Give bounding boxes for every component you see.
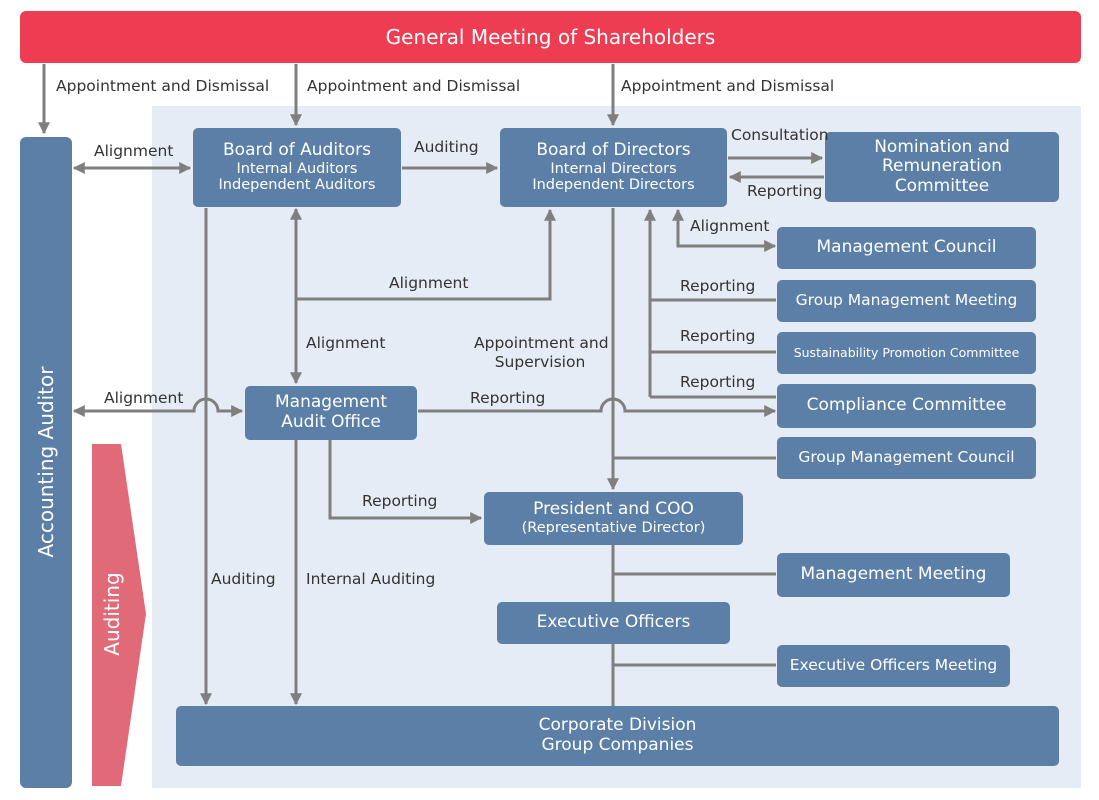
nomination-line3: Committee [894, 175, 990, 196]
board-of-auditors-box[interactable]: Board of Auditors Internal Auditors Inde… [193, 128, 401, 207]
nomination-line1: Nomination and [874, 136, 1010, 157]
group-management-meeting-box[interactable]: Group Management Meeting [777, 280, 1036, 322]
arrow-accounting-audit-office-alignment [72, 397, 244, 417]
label-reporting-compliance: Reporting [680, 373, 756, 391]
label-alignment-accounting-auditors: Alignment [94, 142, 174, 160]
label-reporting-group-mgmt-meeting: Reporting [680, 277, 756, 295]
label-alignment-auditors-directors: Alignment [389, 274, 469, 292]
executive-officers-meeting-box[interactable]: Executive Officers Meeting [777, 645, 1010, 687]
arrow-alignment-to-directors [296, 208, 556, 301]
nomination-line2: Remuneration [881, 156, 1003, 177]
label-reporting-nomination: Reporting [747, 182, 823, 200]
label-internal-auditing: Internal Auditing [306, 570, 436, 588]
arrow-management-council-alignment [672, 208, 777, 252]
label-alignment-accounting-audit-office: Alignment [104, 389, 184, 407]
board-auditors-line3: Independent Auditors [218, 177, 376, 194]
label-reporting-audit-office-president: Reporting [362, 492, 438, 510]
board-of-directors-box[interactable]: Board of Directors Internal Directors In… [500, 128, 727, 207]
label-appt-supervision-line2: Supervision [494, 352, 586, 371]
audit-office-line1: Management [275, 392, 387, 413]
corporate-line1: Corporate Division [538, 715, 697, 736]
management-council-box[interactable]: Management Council [777, 227, 1036, 269]
label-reporting-sustainability: Reporting [680, 327, 756, 345]
label-reporting-audit-office-compliance: Reporting [470, 389, 546, 407]
label-auditing-directors: Auditing [414, 138, 479, 156]
corporate-division-box[interactable]: Corporate Division Group Companies [176, 706, 1059, 766]
label-appt-supervision-line1: Appointment and [474, 334, 609, 352]
group-mgmt-council-label: Group Management Council [798, 448, 1015, 467]
label-consultation: Consultation [731, 126, 829, 144]
auditing-banner-shape [92, 444, 146, 786]
board-directors-line3: Independent Directors [532, 177, 695, 194]
management-audit-office-box[interactable]: Management Audit Office [245, 386, 417, 440]
compliance-label: Compliance Committee [806, 395, 1007, 416]
label-appt-dismissal-directors: Appointment and Dismissal [621, 77, 835, 95]
label-appointment-supervision: Appointment and Supervision [474, 334, 609, 371]
arrow-audit-office-to-president [328, 440, 483, 524]
shareholders-label: General Meeting of Shareholders [385, 25, 716, 49]
board-directors-line2: Internal Directors [550, 160, 677, 177]
board-auditors-line2: Internal Auditors [236, 160, 358, 177]
board-auditors-title: Board of Auditors [223, 140, 371, 161]
label-auditing-corporate: Auditing [211, 570, 276, 588]
board-directors-title: Board of Directors [536, 140, 691, 161]
compliance-committee-box[interactable]: Compliance Committee [777, 384, 1036, 428]
group-mgmt-meeting-label: Group Management Meeting [795, 291, 1018, 310]
nomination-committee-box[interactable]: Nomination and Remuneration Committee [825, 132, 1059, 202]
label-alignment-audit-office: Alignment [306, 334, 386, 352]
president-line1: President and COO [533, 499, 694, 520]
label-alignment-management-council: Alignment [690, 217, 770, 235]
executive-officers-label: Executive Officers [536, 612, 691, 633]
management-meeting-box[interactable]: Management Meeting [777, 553, 1010, 597]
management-council-label: Management Council [816, 237, 997, 258]
label-appt-dismissal-auditors: Appointment and Dismissal [307, 77, 521, 95]
sustainability-label: Sustainability Promotion Committee [793, 344, 1020, 360]
sustainability-committee-box[interactable]: Sustainability Promotion Committee [777, 332, 1036, 374]
corporate-line2: Group Companies [541, 735, 694, 755]
executive-officers-box[interactable]: Executive Officers [497, 602, 730, 644]
accounting-auditor-label: Accounting Auditor [34, 366, 58, 558]
management-meeting-label: Management Meeting [800, 564, 987, 585]
label-appt-dismissal-accounting: Appointment and Dismissal [56, 77, 270, 95]
president-line2: (Representative Director) [521, 519, 706, 536]
audit-office-line2: Audit Office [281, 412, 381, 432]
exec-officers-meeting-label: Executive Officers Meeting [789, 656, 998, 675]
president-coo-box[interactable]: President and COO (Representative Direct… [484, 492, 743, 545]
accounting-auditor-box[interactable]: Accounting Auditor [20, 137, 72, 788]
group-management-council-box[interactable]: Group Management Council [777, 437, 1036, 479]
auditing-banner-label: Auditing [100, 572, 124, 656]
general-meeting-of-shareholders[interactable]: General Meeting of Shareholders [20, 11, 1081, 63]
